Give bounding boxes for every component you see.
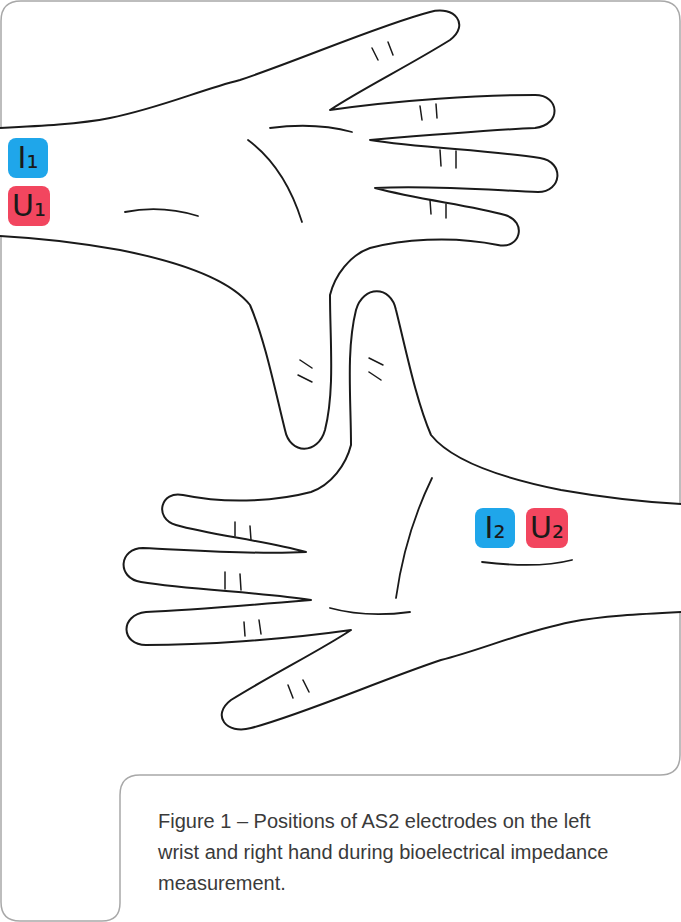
electrode-label: U₁ xyxy=(12,191,46,221)
electrode-label: I₂ xyxy=(485,513,506,543)
electrode-box: I₂ xyxy=(475,508,515,548)
hand-outline xyxy=(0,11,557,449)
electrode-box: U₁ xyxy=(8,186,50,226)
electrode-box: U₂ xyxy=(526,508,568,548)
figure-caption: Figure 1 – Positions of AS2 electrodes o… xyxy=(158,806,620,899)
electrode-label: I₁ xyxy=(18,143,39,173)
electrode-box: I₁ xyxy=(8,138,48,178)
left-hand xyxy=(0,11,557,449)
right-palm-lines xyxy=(330,478,572,614)
left-palm-lines xyxy=(125,126,352,222)
right-hand xyxy=(124,291,681,729)
electrode-label: U₂ xyxy=(530,513,564,543)
